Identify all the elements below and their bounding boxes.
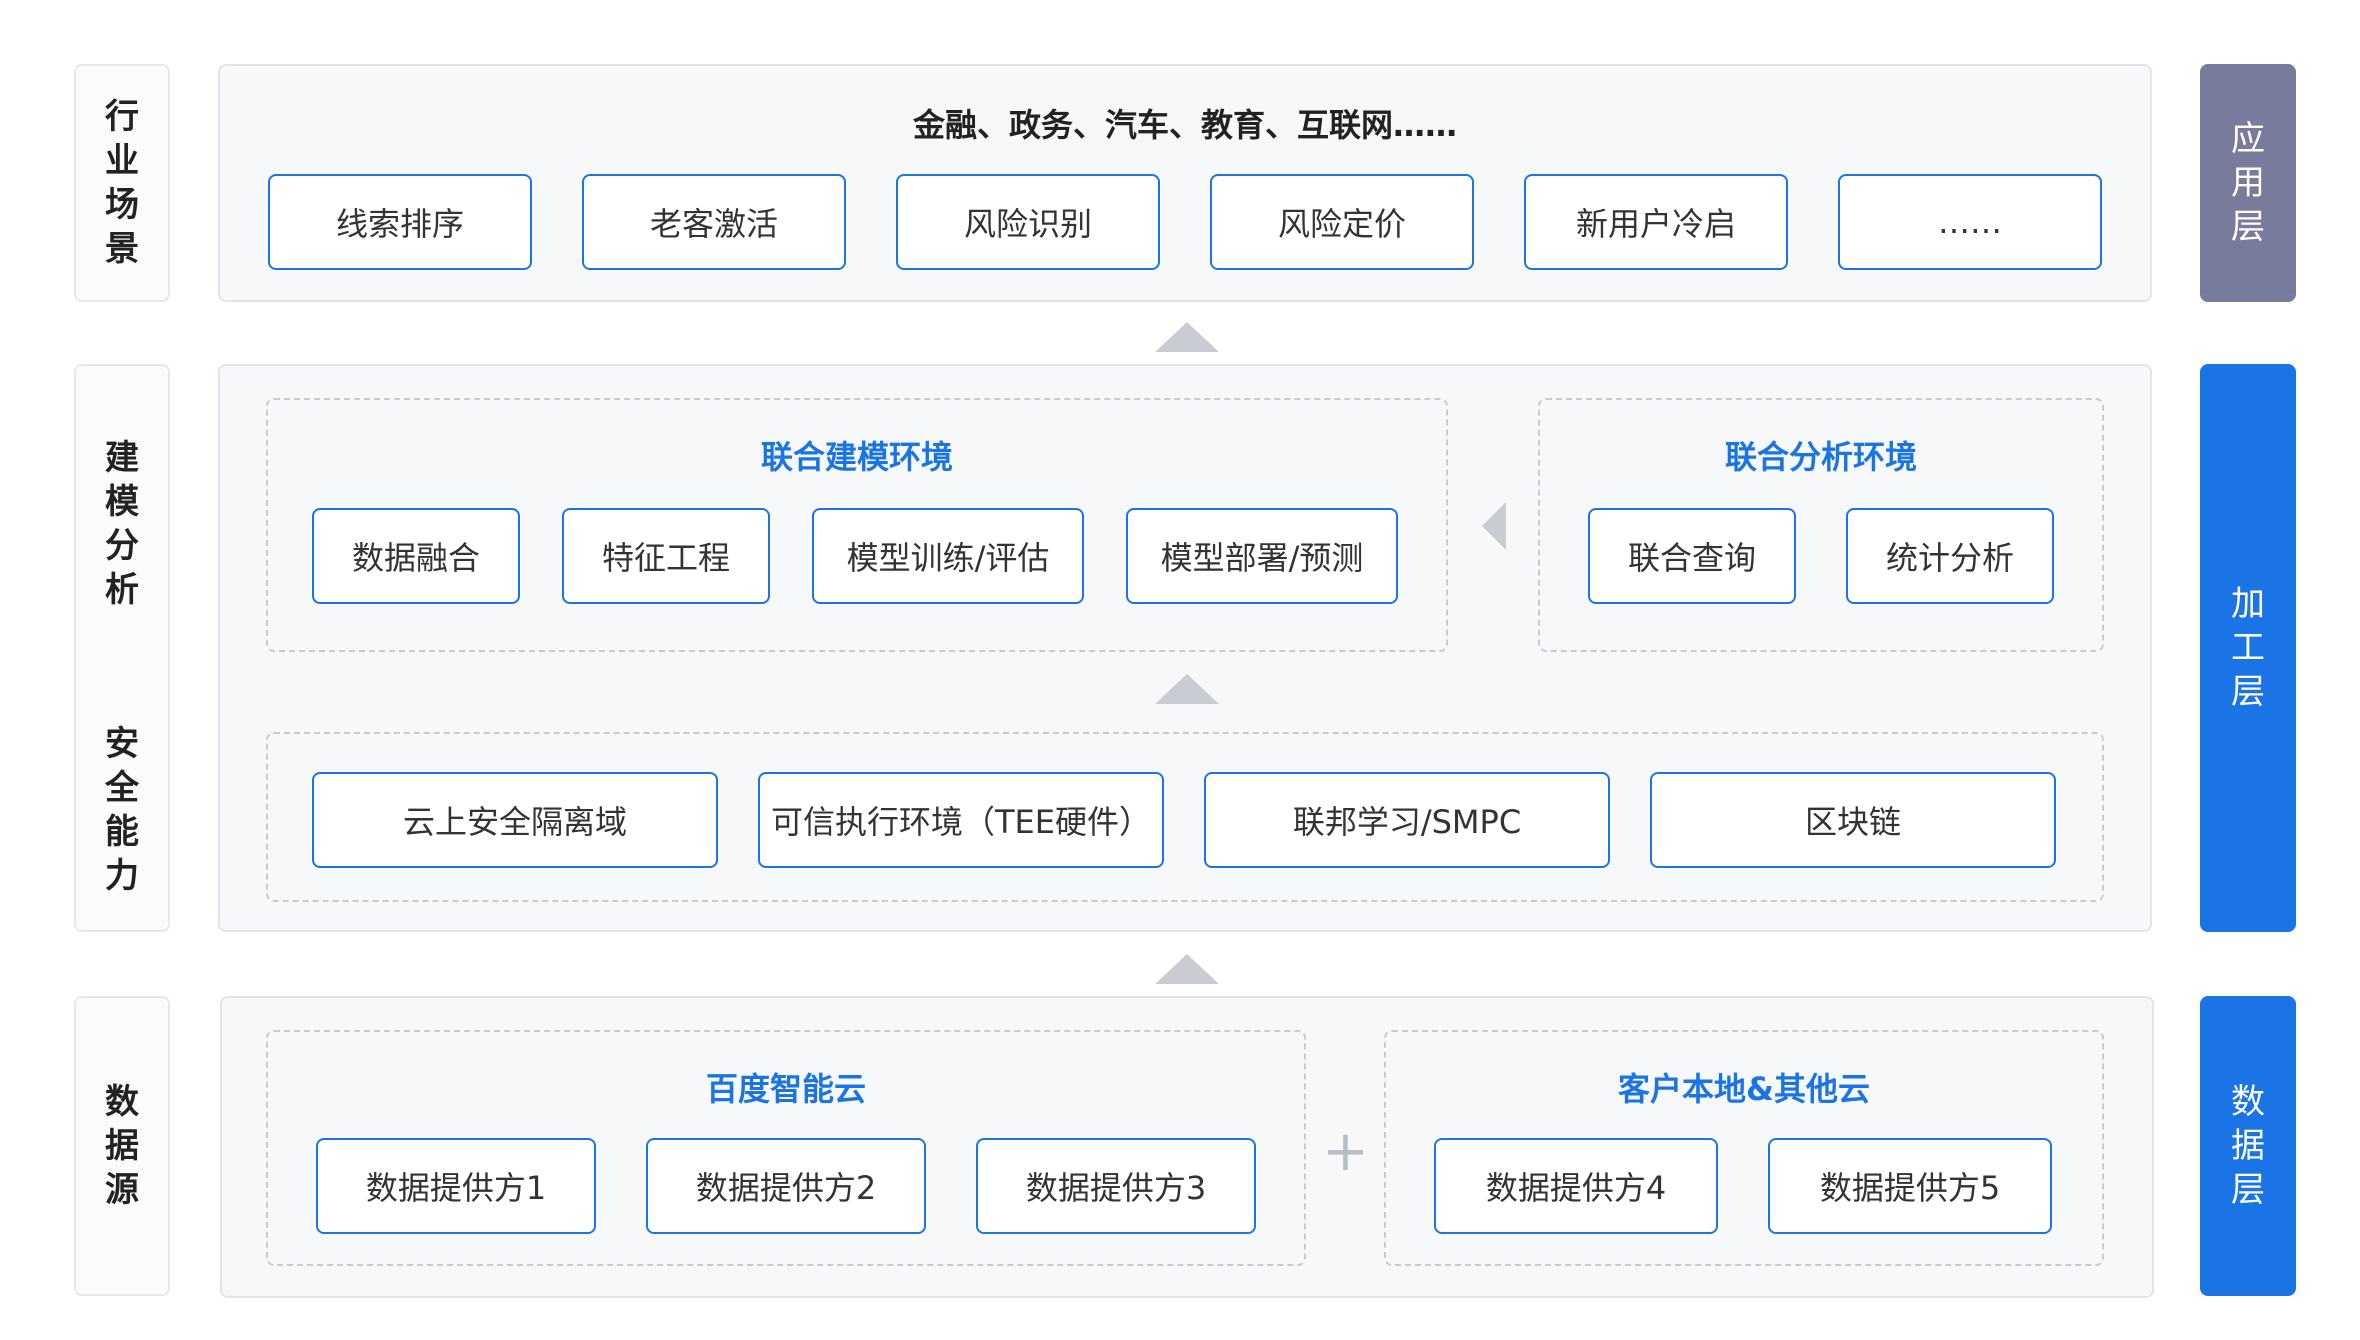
application-layer-text: 应用层 xyxy=(2231,119,2265,247)
analysis-item-box: 统计分析 xyxy=(1846,508,2054,604)
modeling-item-box: 模型训练/评估 xyxy=(812,508,1084,604)
label-industry: 行业场景 xyxy=(74,64,170,302)
data-provider-box: 数据提供方4 xyxy=(1434,1138,1718,1234)
plus-icon: + xyxy=(1322,1119,1369,1184)
modeling-item-box: 特征工程 xyxy=(562,508,770,604)
badge-data-layer: 数据层 xyxy=(2200,996,2296,1296)
data-provider-box: 数据提供方3 xyxy=(976,1138,1256,1234)
modeling-item-box: 模型部署/预测 xyxy=(1126,508,1398,604)
analysis-item-box: 联合查询 xyxy=(1588,508,1796,604)
industry-label-text: 行业场景 xyxy=(105,97,139,269)
arrow-left-icon xyxy=(1482,502,1506,550)
security-item-box: 可信执行环境（TEE硬件） xyxy=(758,772,1164,868)
data-layer-text: 数据层 xyxy=(2231,1082,2265,1210)
data-provider-box: 数据提供方5 xyxy=(1768,1138,2052,1234)
security-item-box: 联邦学习/SMPC xyxy=(1204,772,1610,868)
scenario-box: 老客激活 xyxy=(582,174,846,270)
baidu-cloud-group xyxy=(266,1030,1306,1266)
processing-layer-text: 加工层 xyxy=(2231,584,2265,712)
baidu-cloud-title: 百度智能云 xyxy=(705,1070,866,1108)
modeling-item-box: 数据融合 xyxy=(312,508,520,604)
joint-modeling-group xyxy=(266,398,1448,652)
customer-cloud-title: 客户本地&其他云 xyxy=(1618,1070,1870,1108)
arrow-up-icon xyxy=(1155,322,1219,352)
modeling-label-text: 建模分析 xyxy=(105,438,139,610)
scenario-box: 风险识别 xyxy=(896,174,1160,270)
joint-analysis-group xyxy=(1538,398,2104,652)
customer-cloud-group xyxy=(1384,1030,2104,1266)
badge-processing-layer: 加工层 xyxy=(2200,364,2296,932)
security-item-box: 云上安全隔离域 xyxy=(312,772,718,868)
data-provider-box: 数据提供方2 xyxy=(646,1138,926,1234)
data-provider-box: 数据提供方1 xyxy=(316,1138,596,1234)
label-modeling-security: 建模分析 安全能力 xyxy=(74,364,170,932)
arrow-up-icon xyxy=(1155,674,1219,704)
joint-analysis-title: 联合分析环境 xyxy=(1724,438,1917,476)
scenario-box: 线索排序 xyxy=(268,174,532,270)
scenario-box: 风险定价 xyxy=(1210,174,1474,270)
scenario-box: 新用户冷启 xyxy=(1524,174,1788,270)
label-data-source: 数据源 xyxy=(74,996,170,1296)
badge-application-layer: 应用层 xyxy=(2200,64,2296,302)
security-label-text: 安全能力 xyxy=(105,724,139,896)
source-label-text: 数据源 xyxy=(105,1082,139,1210)
security-group xyxy=(266,732,2104,902)
arrow-up-icon xyxy=(1155,954,1219,984)
industries-title: 金融、政务、汽车、教育、互联网…… xyxy=(912,106,1457,144)
application-panel xyxy=(218,64,2152,302)
scenario-box-more: …… xyxy=(1838,174,2102,270)
joint-modeling-title: 联合建模环境 xyxy=(760,438,953,476)
security-item-box: 区块链 xyxy=(1650,772,2056,868)
